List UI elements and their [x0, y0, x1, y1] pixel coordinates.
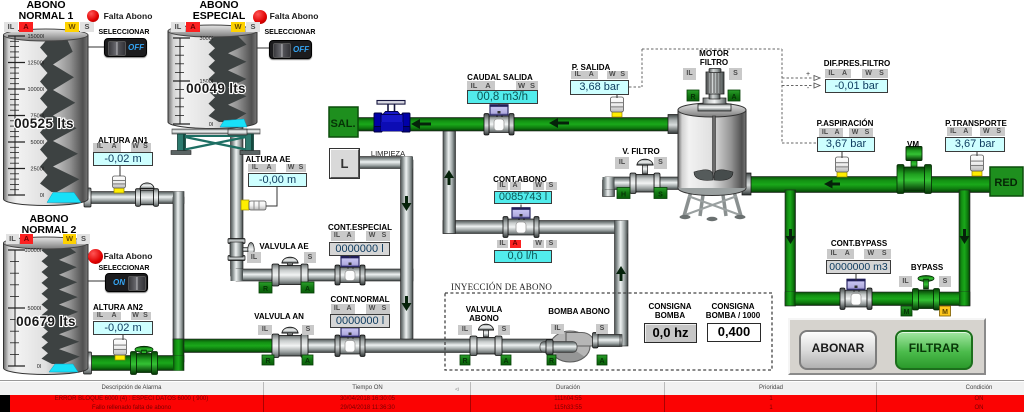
svg-text:10000l: 10000l [27, 87, 44, 93]
svg-text:00679 lts: 00679 lts [16, 314, 76, 329]
svg-text:S: S [658, 191, 663, 198]
svg-text:H: H [621, 191, 626, 198]
svg-text:10000l: 10000l [24, 248, 41, 254]
svg-text:+: + [806, 71, 810, 78]
svg-text:M: M [942, 309, 948, 316]
svg-text:A: A [305, 286, 310, 293]
svg-text:5000l: 5000l [28, 306, 41, 312]
svg-text:0l: 0l [37, 364, 41, 370]
svg-text:RED: RED [994, 177, 1017, 189]
svg-text:R: R [690, 94, 695, 101]
svg-text:R: R [462, 358, 467, 365]
svg-text:R: R [263, 286, 268, 293]
svg-text:7500l: 7500l [31, 114, 44, 120]
svg-text:A: A [731, 94, 736, 101]
svg-text:3000l: 3000l [200, 36, 213, 42]
svg-text:5000l: 5000l [31, 140, 44, 146]
svg-text:15000l: 15000l [27, 34, 44, 40]
svg-text:-: - [807, 85, 810, 92]
svg-text:1500l: 1500l [200, 79, 213, 85]
svg-text:0l: 0l [40, 193, 44, 199]
svg-text:2500l: 2500l [31, 167, 44, 173]
svg-text:00525 lts: 00525 lts [14, 116, 74, 131]
svg-text:R: R [549, 358, 554, 365]
svg-text:A: A [599, 358, 604, 365]
svg-text:0l: 0l [209, 122, 213, 128]
svg-text:SAL.: SAL. [330, 118, 355, 130]
svg-text:A: A [305, 358, 310, 365]
svg-text:M: M [904, 309, 910, 316]
svg-text:INYECCIÓN DE ABONO: INYECCIÓN DE ABONO [451, 282, 552, 292]
svg-text:R: R [265, 358, 270, 365]
svg-text:00049 lts: 00049 lts [186, 81, 246, 96]
svg-text:A: A [503, 358, 508, 365]
svg-text:12500l: 12500l [27, 61, 44, 67]
